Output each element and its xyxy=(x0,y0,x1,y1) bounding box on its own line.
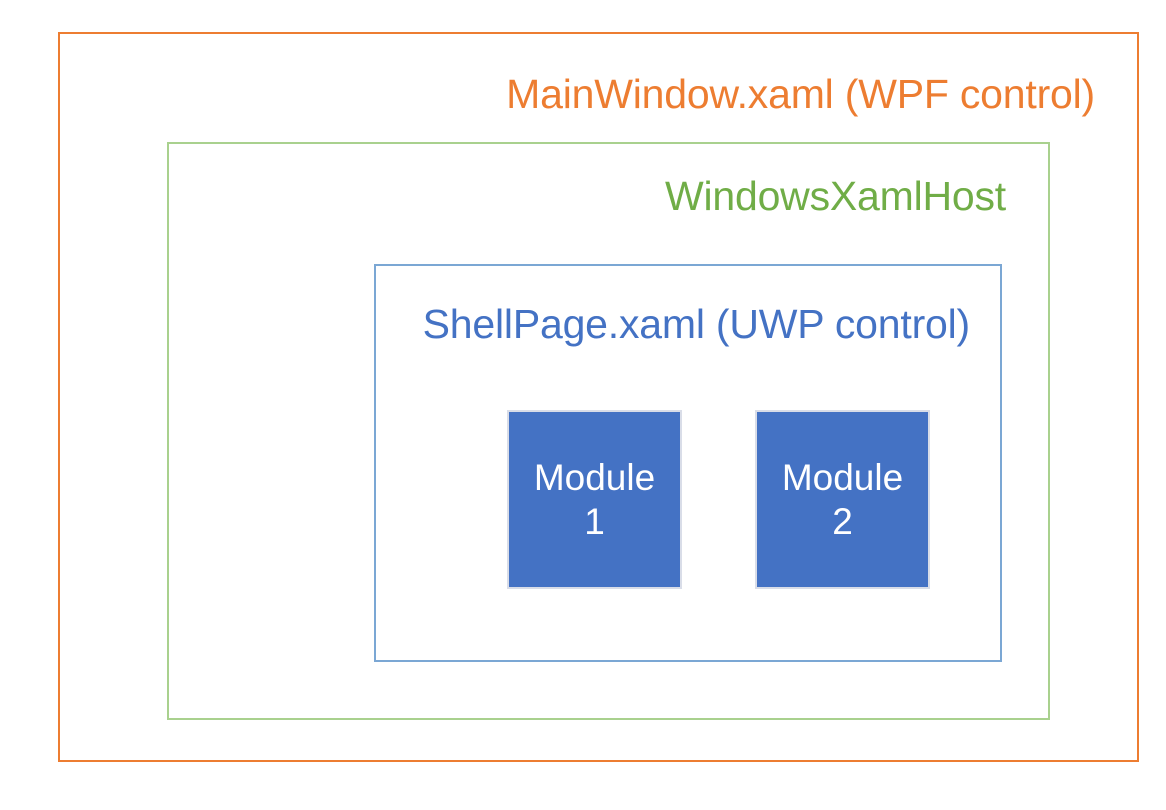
module-box-1-label-line1: Module xyxy=(533,456,656,498)
layer-mainwindow-xaml: MainWindow.xaml (WPF control) WindowsXam… xyxy=(58,32,1139,762)
module-row: Module 1 Module 2 xyxy=(376,266,1000,660)
module-box-2: Module 2 xyxy=(755,410,930,589)
layer-mainwindow-xaml-label: MainWindow.xaml (WPF control) xyxy=(506,71,1095,117)
module-box-1-label-line2: 1 xyxy=(584,500,605,542)
layer-windowsxamlhost-label: WindowsXamlHost xyxy=(664,173,1006,219)
layer-windowsxamlhost: WindowsXamlHost ShellPage.xaml (UWP cont… xyxy=(167,142,1050,720)
module-box-2-label-line1: Module xyxy=(781,456,904,498)
module-box-2-label-line2: 2 xyxy=(832,500,853,542)
module-box-1: Module 1 xyxy=(507,410,682,589)
layer-shellpage-xaml: ShellPage.xaml (UWP control) Module 1 Mo… xyxy=(374,264,1002,662)
layer-shellpage-xaml-label: ShellPage.xaml (UWP control) xyxy=(422,301,971,347)
